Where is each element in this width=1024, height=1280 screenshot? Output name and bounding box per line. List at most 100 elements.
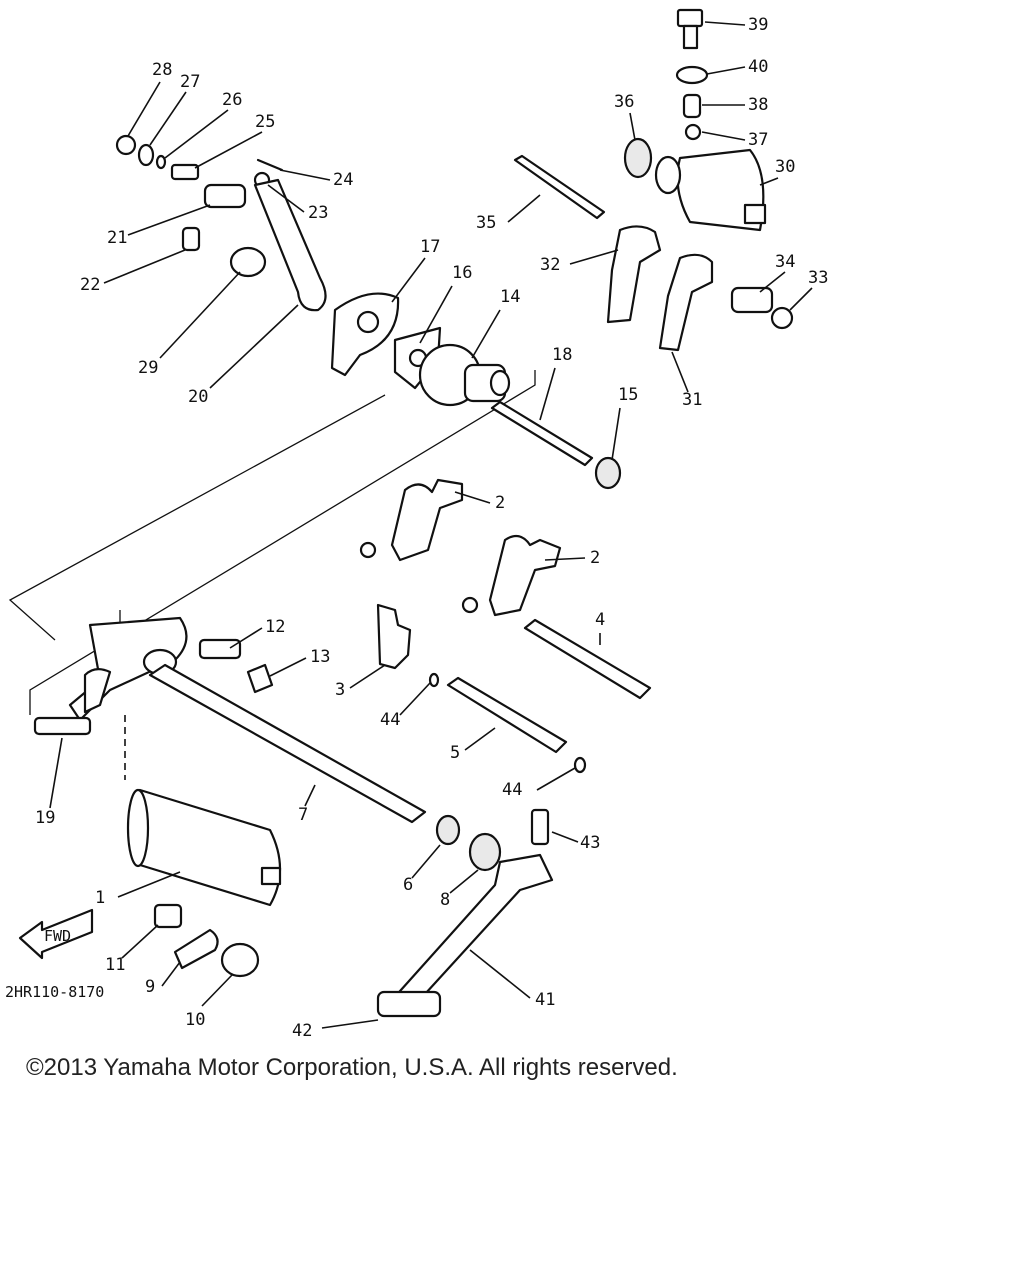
leader-line xyxy=(789,287,813,311)
leader-line xyxy=(304,784,316,807)
part-label-8: 8 xyxy=(440,890,450,910)
part-label-42: 42 xyxy=(292,1021,312,1041)
part-32-shift-fork xyxy=(606,225,662,324)
part-label-38: 38 xyxy=(748,95,768,115)
part-11-bolt xyxy=(153,903,183,929)
part-22-pin xyxy=(181,226,201,252)
part-label-30: 30 xyxy=(775,157,795,177)
part-label-44: 44 xyxy=(502,780,522,800)
part-33-nut xyxy=(770,306,794,330)
part-label-10: 10 xyxy=(185,1010,205,1030)
leader-line xyxy=(569,249,619,265)
leader-line xyxy=(321,1019,379,1029)
leader-line xyxy=(279,169,331,181)
leader-line xyxy=(349,664,386,689)
leader-line xyxy=(117,871,181,898)
part-26-washer xyxy=(155,154,167,170)
part-29-spring xyxy=(229,246,267,278)
part-label-4: 4 xyxy=(595,610,605,630)
part-label-15: 15 xyxy=(618,385,638,405)
leader-line xyxy=(551,831,579,843)
part-3-shift-fork xyxy=(376,603,412,670)
leader-line xyxy=(759,271,786,293)
part-9-stopper-plate xyxy=(173,928,219,970)
part-14-segment xyxy=(418,343,511,407)
part-label-16: 16 xyxy=(452,263,472,283)
part-label-12: 12 xyxy=(265,617,285,637)
part-label-33: 33 xyxy=(808,268,828,288)
leader-line xyxy=(159,271,241,359)
leader-lines xyxy=(49,21,813,1029)
part-label-17: 17 xyxy=(420,237,440,257)
leader-line xyxy=(229,627,263,649)
part-label-24: 24 xyxy=(333,170,353,190)
part-19-stud-bolt xyxy=(33,716,92,736)
part-44-circlip-upper xyxy=(428,672,440,688)
part-label-40: 40 xyxy=(748,57,768,77)
leader-line xyxy=(704,21,746,26)
part-13-lock-washer xyxy=(246,663,274,694)
leader-line xyxy=(701,131,746,141)
part-25-bolt xyxy=(170,163,200,181)
leader-line xyxy=(164,109,229,159)
part-label-25: 25 xyxy=(255,112,275,132)
part-label-36: 36 xyxy=(614,92,634,112)
part-label-44: 44 xyxy=(380,710,400,730)
leader-line xyxy=(464,727,496,751)
leader-line xyxy=(127,204,211,236)
part-label-9: 9 xyxy=(145,977,155,997)
leader-line xyxy=(671,351,689,393)
part-label-5: 5 xyxy=(450,743,460,763)
part-4-guide-bar xyxy=(523,618,652,700)
part-label-39: 39 xyxy=(748,15,768,35)
leader-line xyxy=(611,407,621,461)
part-2-shift-fork-upper xyxy=(359,478,464,562)
part-label-2: 2 xyxy=(495,493,505,513)
part-label-29: 29 xyxy=(138,358,158,378)
part-42-pedal-rubber xyxy=(376,990,442,1018)
part-36-bearing xyxy=(623,137,653,179)
leader-line xyxy=(149,91,187,146)
leader-line xyxy=(454,491,491,504)
part-40-washer xyxy=(675,65,709,85)
leader-line xyxy=(544,557,586,561)
part-12-bolt xyxy=(198,638,242,660)
leader-line xyxy=(449,869,479,894)
part-27-washer xyxy=(137,143,155,167)
leader-line xyxy=(194,131,263,169)
part-label-43: 43 xyxy=(580,833,600,853)
part-37-ball xyxy=(684,123,702,141)
part-label-18: 18 xyxy=(552,345,572,365)
part-24-pin xyxy=(256,158,284,172)
part-label-20: 20 xyxy=(188,387,208,407)
part-label-27: 27 xyxy=(180,72,200,92)
leader-line xyxy=(127,81,161,137)
part-15-washer xyxy=(594,456,622,490)
part-label-31: 31 xyxy=(682,390,702,410)
part-21-joint xyxy=(203,183,247,209)
leader-line xyxy=(161,961,181,987)
leader-line xyxy=(103,249,186,284)
part-7-shift-shaft xyxy=(148,663,427,824)
diagram-code: 2HR110-8170 xyxy=(5,983,104,1001)
part-label-2: 2 xyxy=(590,548,600,568)
leader-line xyxy=(629,112,636,141)
part-label-21: 21 xyxy=(107,228,127,248)
part-17-stopper-lever xyxy=(330,292,400,377)
part-label-41: 41 xyxy=(535,990,555,1010)
fwd-label: FWD xyxy=(44,927,71,945)
part-label-34: 34 xyxy=(775,252,795,272)
part-31-shift-fork xyxy=(658,253,714,352)
part-label-6: 6 xyxy=(403,875,413,895)
part-2-shift-fork-lower xyxy=(461,534,562,617)
part-label-28: 28 xyxy=(152,60,172,80)
part-number-labels: 1223456789101112131415161718192021222324… xyxy=(35,15,828,1041)
part-43-bolt xyxy=(530,808,550,846)
leader-line xyxy=(391,257,426,303)
part-28-nut xyxy=(115,134,137,156)
part-label-23: 23 xyxy=(308,203,328,223)
part-44-circlip-lower xyxy=(573,756,587,774)
part-35-guide-bar xyxy=(513,154,606,220)
exploded-parts-diagram: FWD 2HR110-8170 122345678910111213141516… xyxy=(5,8,828,1041)
leader-line xyxy=(399,682,431,716)
